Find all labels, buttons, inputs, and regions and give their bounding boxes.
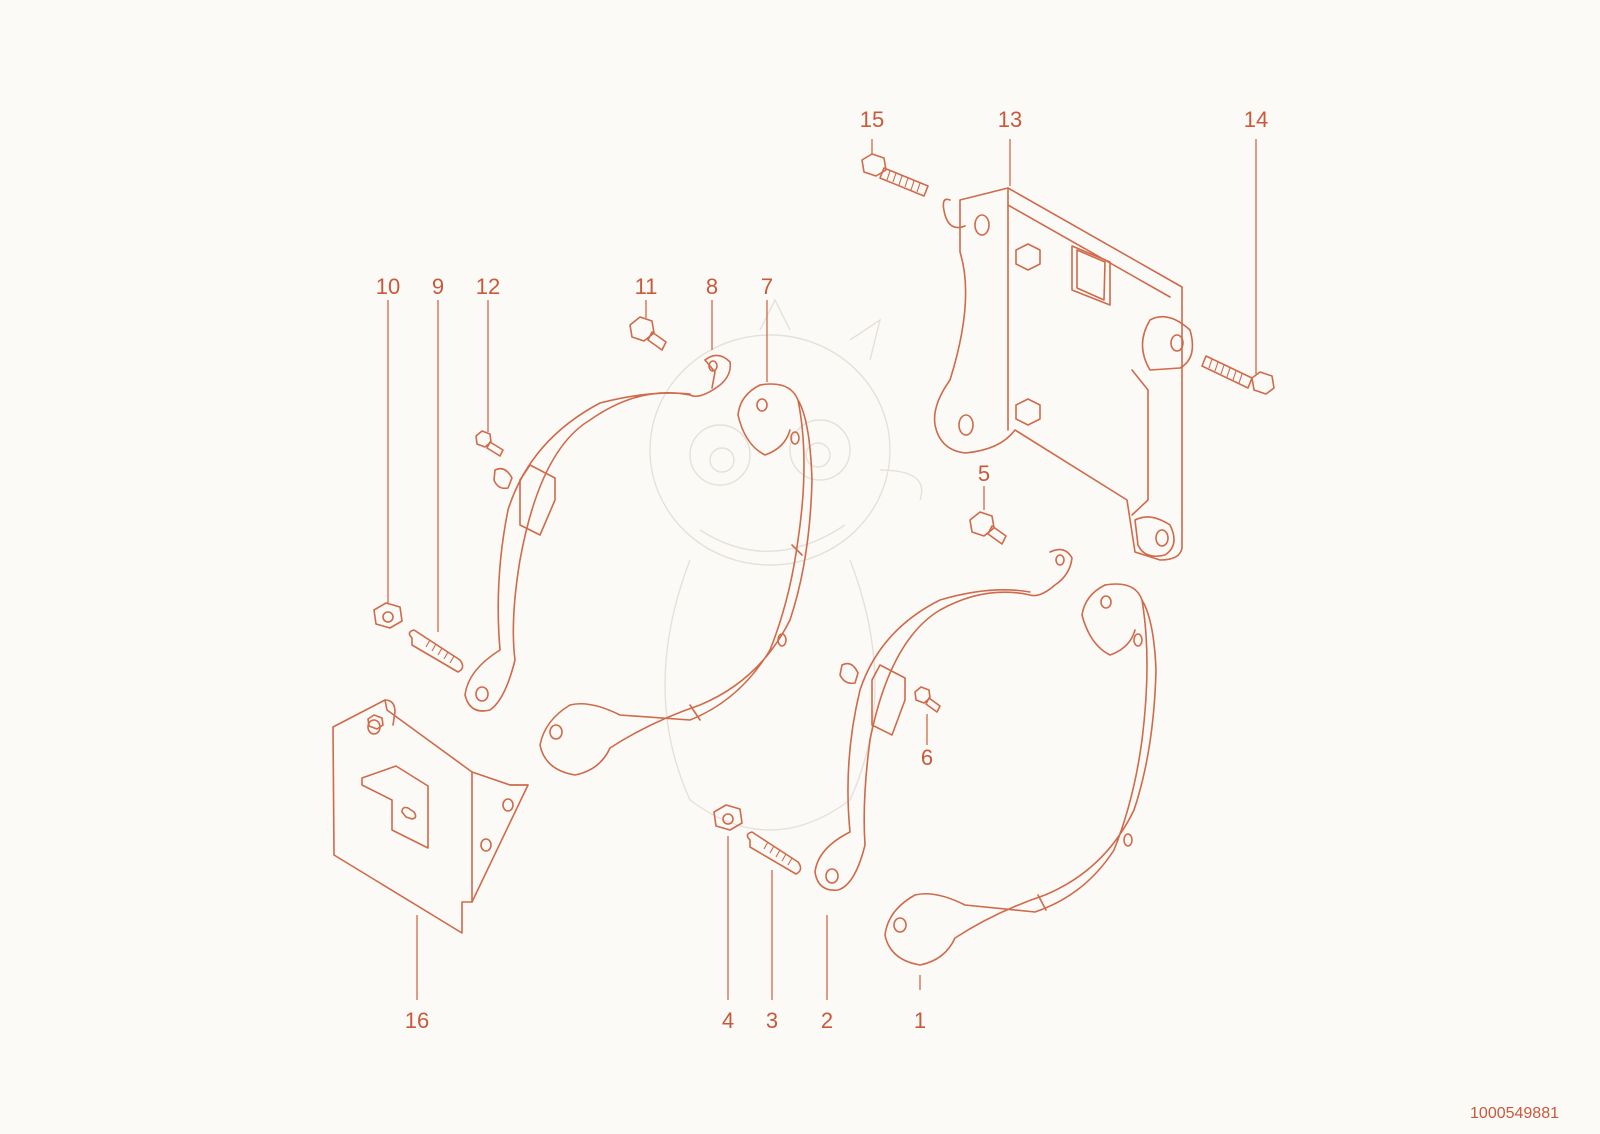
callout-4: 4 — [722, 1008, 734, 1033]
part-9-stud — [408, 629, 464, 673]
part-14-bolt — [1201, 355, 1275, 395]
callout-13: 13 — [998, 107, 1022, 132]
callout-15: 15 — [860, 107, 884, 132]
callout-7: 7 — [761, 274, 773, 299]
callout-2: 2 — [821, 1008, 833, 1033]
part-8-upper-ring-half — [464, 354, 732, 712]
callout-11: 11 — [635, 274, 658, 299]
part-6-screw — [914, 686, 941, 713]
callout-10: 10 — [376, 274, 400, 299]
part-5-bolt — [969, 511, 1007, 545]
part-10-nut — [373, 602, 403, 629]
part-16-cover-bracket — [332, 699, 529, 934]
part-2-upper-ring-half — [814, 548, 1073, 891]
watermark-mascot — [649, 298, 923, 831]
callout-6: 6 — [921, 745, 933, 770]
callout-8: 8 — [706, 274, 718, 299]
callout-5: 5 — [978, 461, 990, 486]
part-15-bolt — [861, 153, 929, 197]
part-12-screw — [475, 430, 504, 457]
part-13-mounting-bracket — [933, 187, 1194, 561]
part-1-lower-ring-half — [884, 583, 1157, 966]
leader-lines — [387, 139, 1257, 1000]
part-11-bolt — [629, 316, 667, 351]
part-4-nut — [713, 804, 743, 831]
part-3-stud — [746, 831, 802, 875]
callout-12: 12 — [476, 274, 500, 299]
part-7-lower-ring-half — [539, 383, 813, 776]
callout-16: 16 — [405, 1008, 429, 1033]
callout-9: 9 — [432, 274, 444, 299]
document-id: 1000549881 — [1470, 1105, 1559, 1122]
callout-14: 14 — [1244, 107, 1268, 132]
callout-labels: 1 2 3 4 5 6 7 8 9 10 11 12 13 14 15 16 — [376, 107, 1268, 1033]
callout-3: 3 — [766, 1008, 778, 1033]
callout-1: 1 — [914, 1008, 926, 1033]
